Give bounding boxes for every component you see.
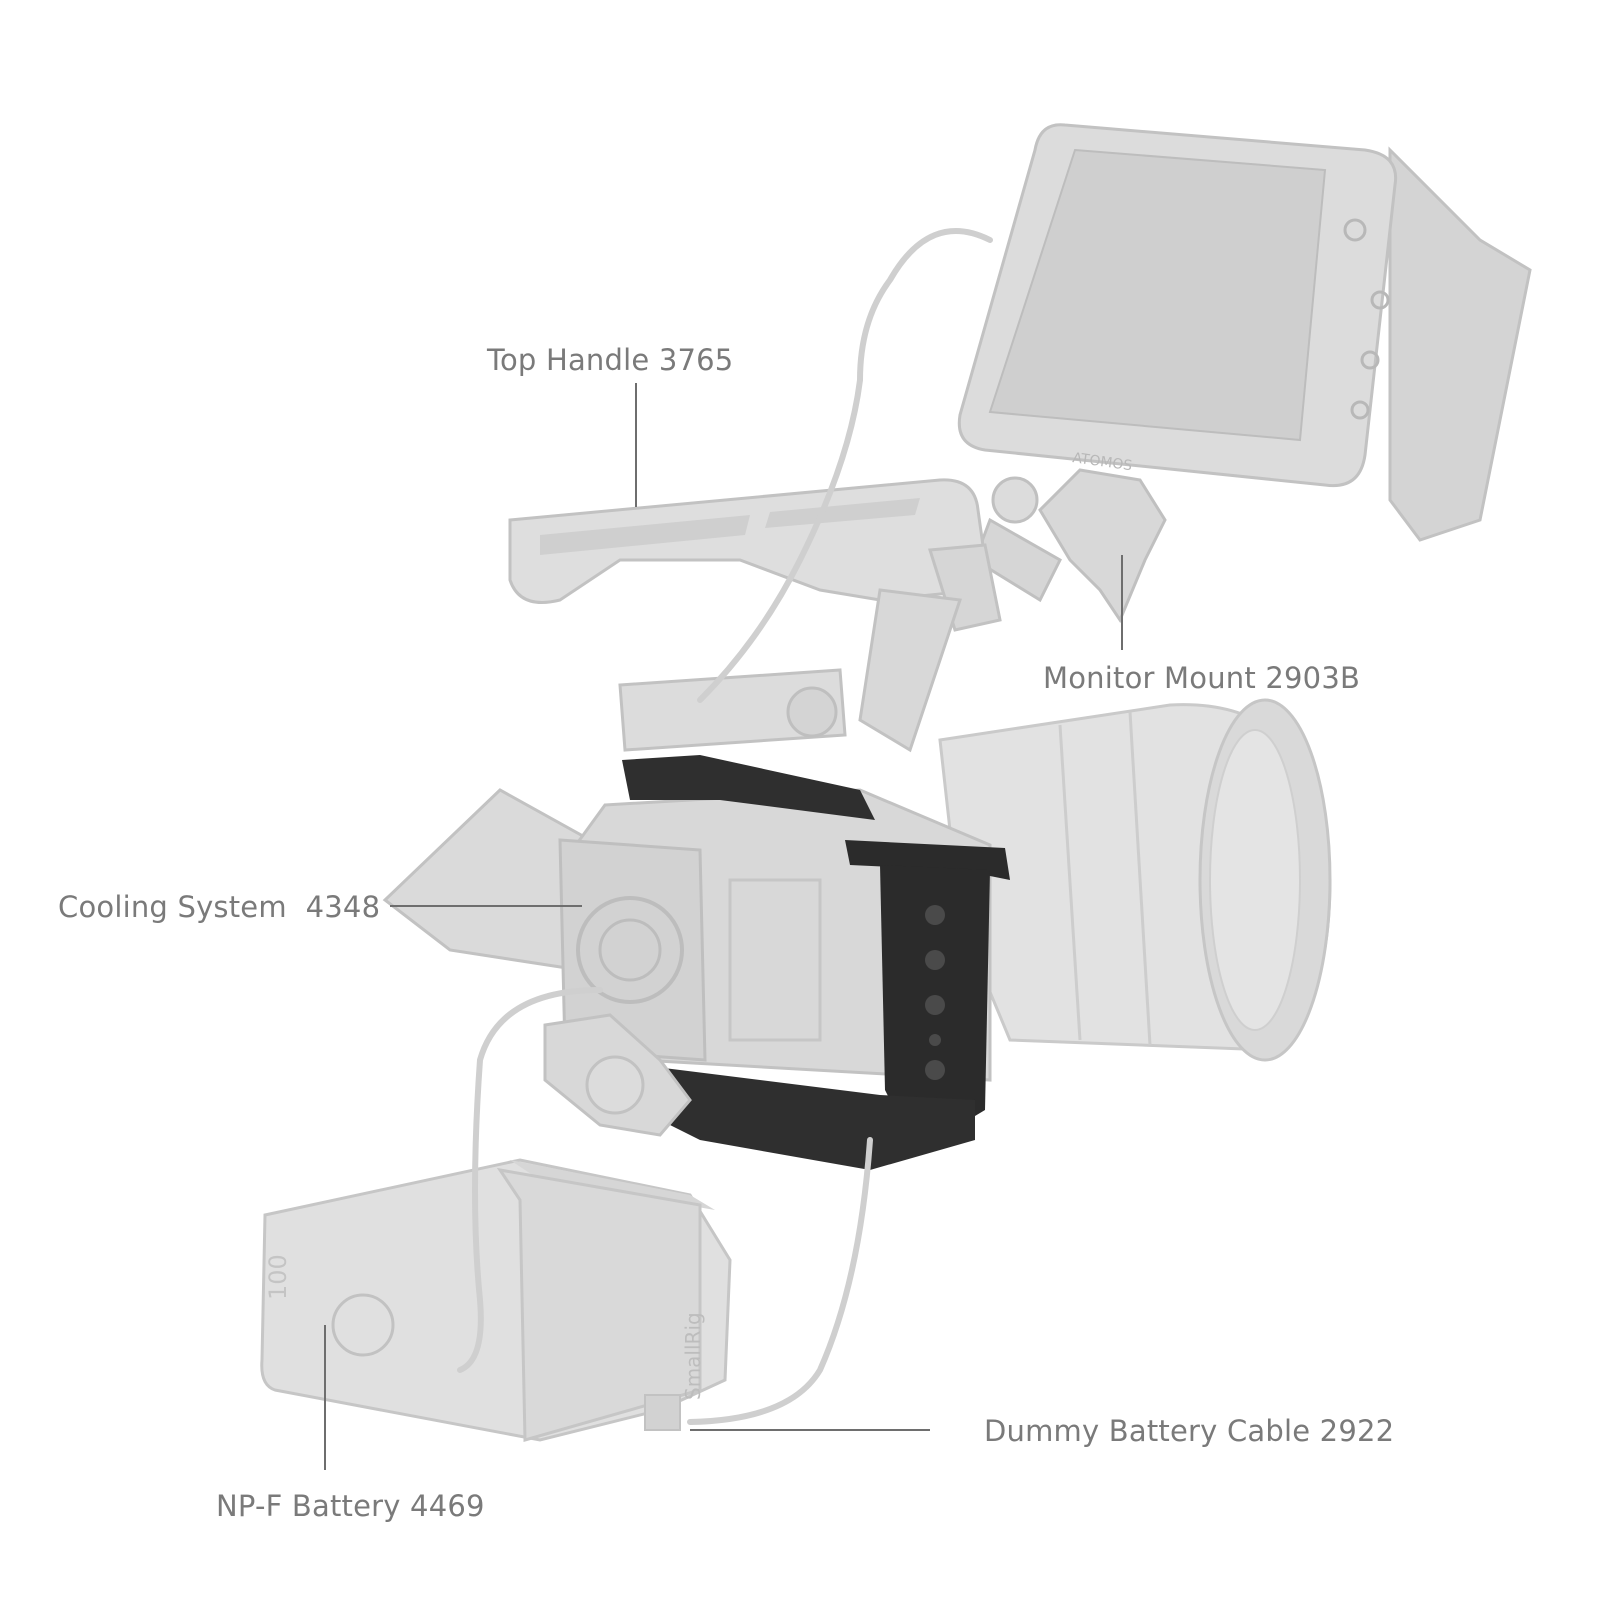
camera-cage [600,755,1010,1170]
leader-lines [324,383,1123,1470]
battery-brand-mark: SmallRig [681,1312,705,1400]
monitor-mount [973,468,1167,624]
lens [938,698,1332,1062]
npf-battery: 100 SmallRig [260,1158,732,1442]
callout-npf-battery: NP-F Battery 4469 [216,1489,485,1523]
battery-readout: 100 [264,1254,292,1300]
callout-cooling-system: Cooling System 4348 [58,890,381,924]
callout-monitor-mount: Monitor Mount 2903B [1043,661,1361,695]
cooling-system [543,1013,692,1137]
top-handle [508,478,1002,753]
callout-top-handle: Top Handle 3765 [487,343,734,377]
cables [457,228,993,1425]
callout-dummy-battery-cable: Dummy Battery Cable 2922 [984,1414,1395,1448]
monitor: ATOMOS [957,123,1532,542]
